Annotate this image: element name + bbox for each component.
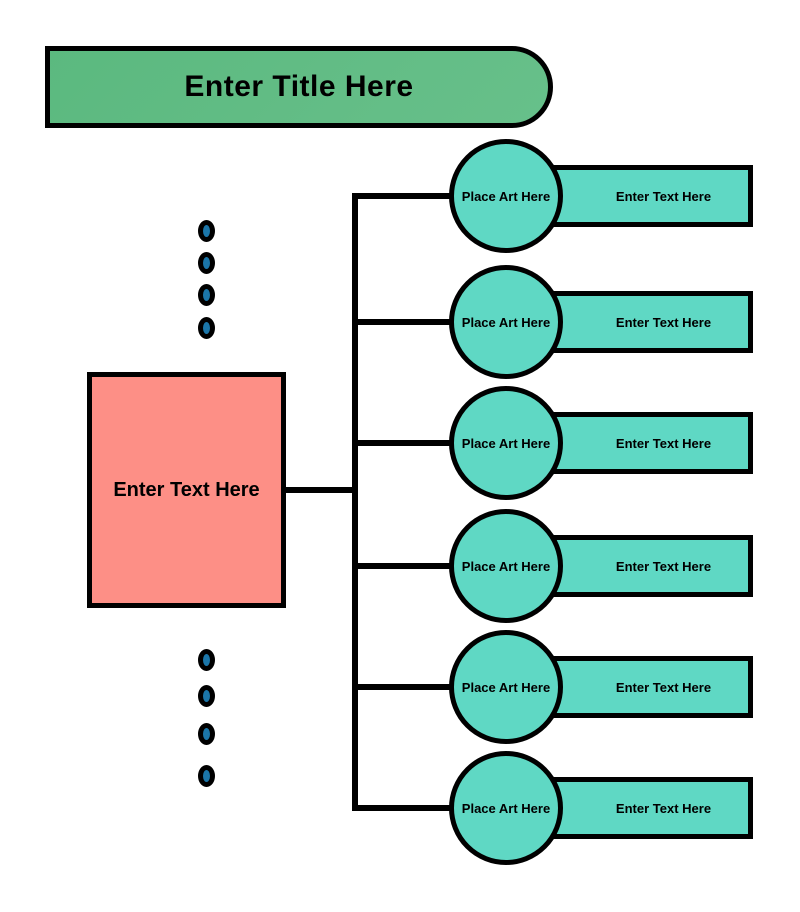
connector-branch: [352, 805, 452, 811]
text-label-rect[interactable]: Enter Text Here: [548, 777, 753, 839]
connector-trunk: [352, 193, 358, 811]
connector-branch: [352, 440, 452, 446]
ellipsis-dot: [198, 284, 215, 306]
branch-text-label: Enter Text Here: [615, 188, 712, 204]
connector-branch: [352, 193, 452, 199]
art-placeholder-circle[interactable]: Place Art Here: [449, 751, 563, 865]
branch-text-label: Enter Text Here: [615, 800, 712, 816]
title-text: Enter Title Here: [184, 70, 414, 103]
art-placeholder-label: Place Art Here: [461, 188, 551, 204]
art-placeholder-label: Place Art Here: [461, 679, 551, 695]
art-placeholder-label: Place Art Here: [461, 314, 551, 330]
branch-text-label: Enter Text Here: [615, 558, 712, 574]
art-placeholder-label: Place Art Here: [461, 435, 551, 451]
ellipsis-dot: [198, 649, 215, 671]
art-placeholder-circle[interactable]: Place Art Here: [449, 630, 563, 744]
art-placeholder-label: Place Art Here: [461, 558, 551, 574]
center-text-label: Enter Text Here: [113, 478, 260, 501]
text-label-rect[interactable]: Enter Text Here: [548, 412, 753, 474]
branch-text-label: Enter Text Here: [615, 435, 712, 451]
connector-main: [284, 487, 354, 493]
ellipsis-dot: [198, 220, 215, 242]
connector-branch: [352, 319, 452, 325]
title-banner[interactable]: Enter Title Here: [45, 46, 553, 128]
branch-text-label: Enter Text Here: [615, 314, 712, 330]
art-placeholder-circle[interactable]: Place Art Here: [449, 509, 563, 623]
art-placeholder-circle[interactable]: Place Art Here: [449, 265, 563, 379]
text-label-rect[interactable]: Enter Text Here: [548, 656, 753, 718]
connector-branch: [352, 563, 452, 569]
branch-text-label: Enter Text Here: [615, 679, 712, 695]
text-label-rect[interactable]: Enter Text Here: [548, 165, 753, 227]
ellipsis-dot: [198, 723, 215, 745]
ellipsis-dot: [198, 765, 215, 787]
center-text-node[interactable]: Enter Text Here: [87, 372, 286, 608]
connector-branch: [352, 684, 452, 690]
art-placeholder-circle[interactable]: Place Art Here: [449, 386, 563, 500]
ellipsis-dot: [198, 252, 215, 274]
art-placeholder-label: Place Art Here: [461, 800, 551, 816]
text-label-rect[interactable]: Enter Text Here: [548, 291, 753, 353]
ellipsis-dot: [198, 685, 215, 707]
ellipsis-dot: [198, 317, 215, 339]
text-label-rect[interactable]: Enter Text Here: [548, 535, 753, 597]
art-placeholder-circle[interactable]: Place Art Here: [449, 139, 563, 253]
